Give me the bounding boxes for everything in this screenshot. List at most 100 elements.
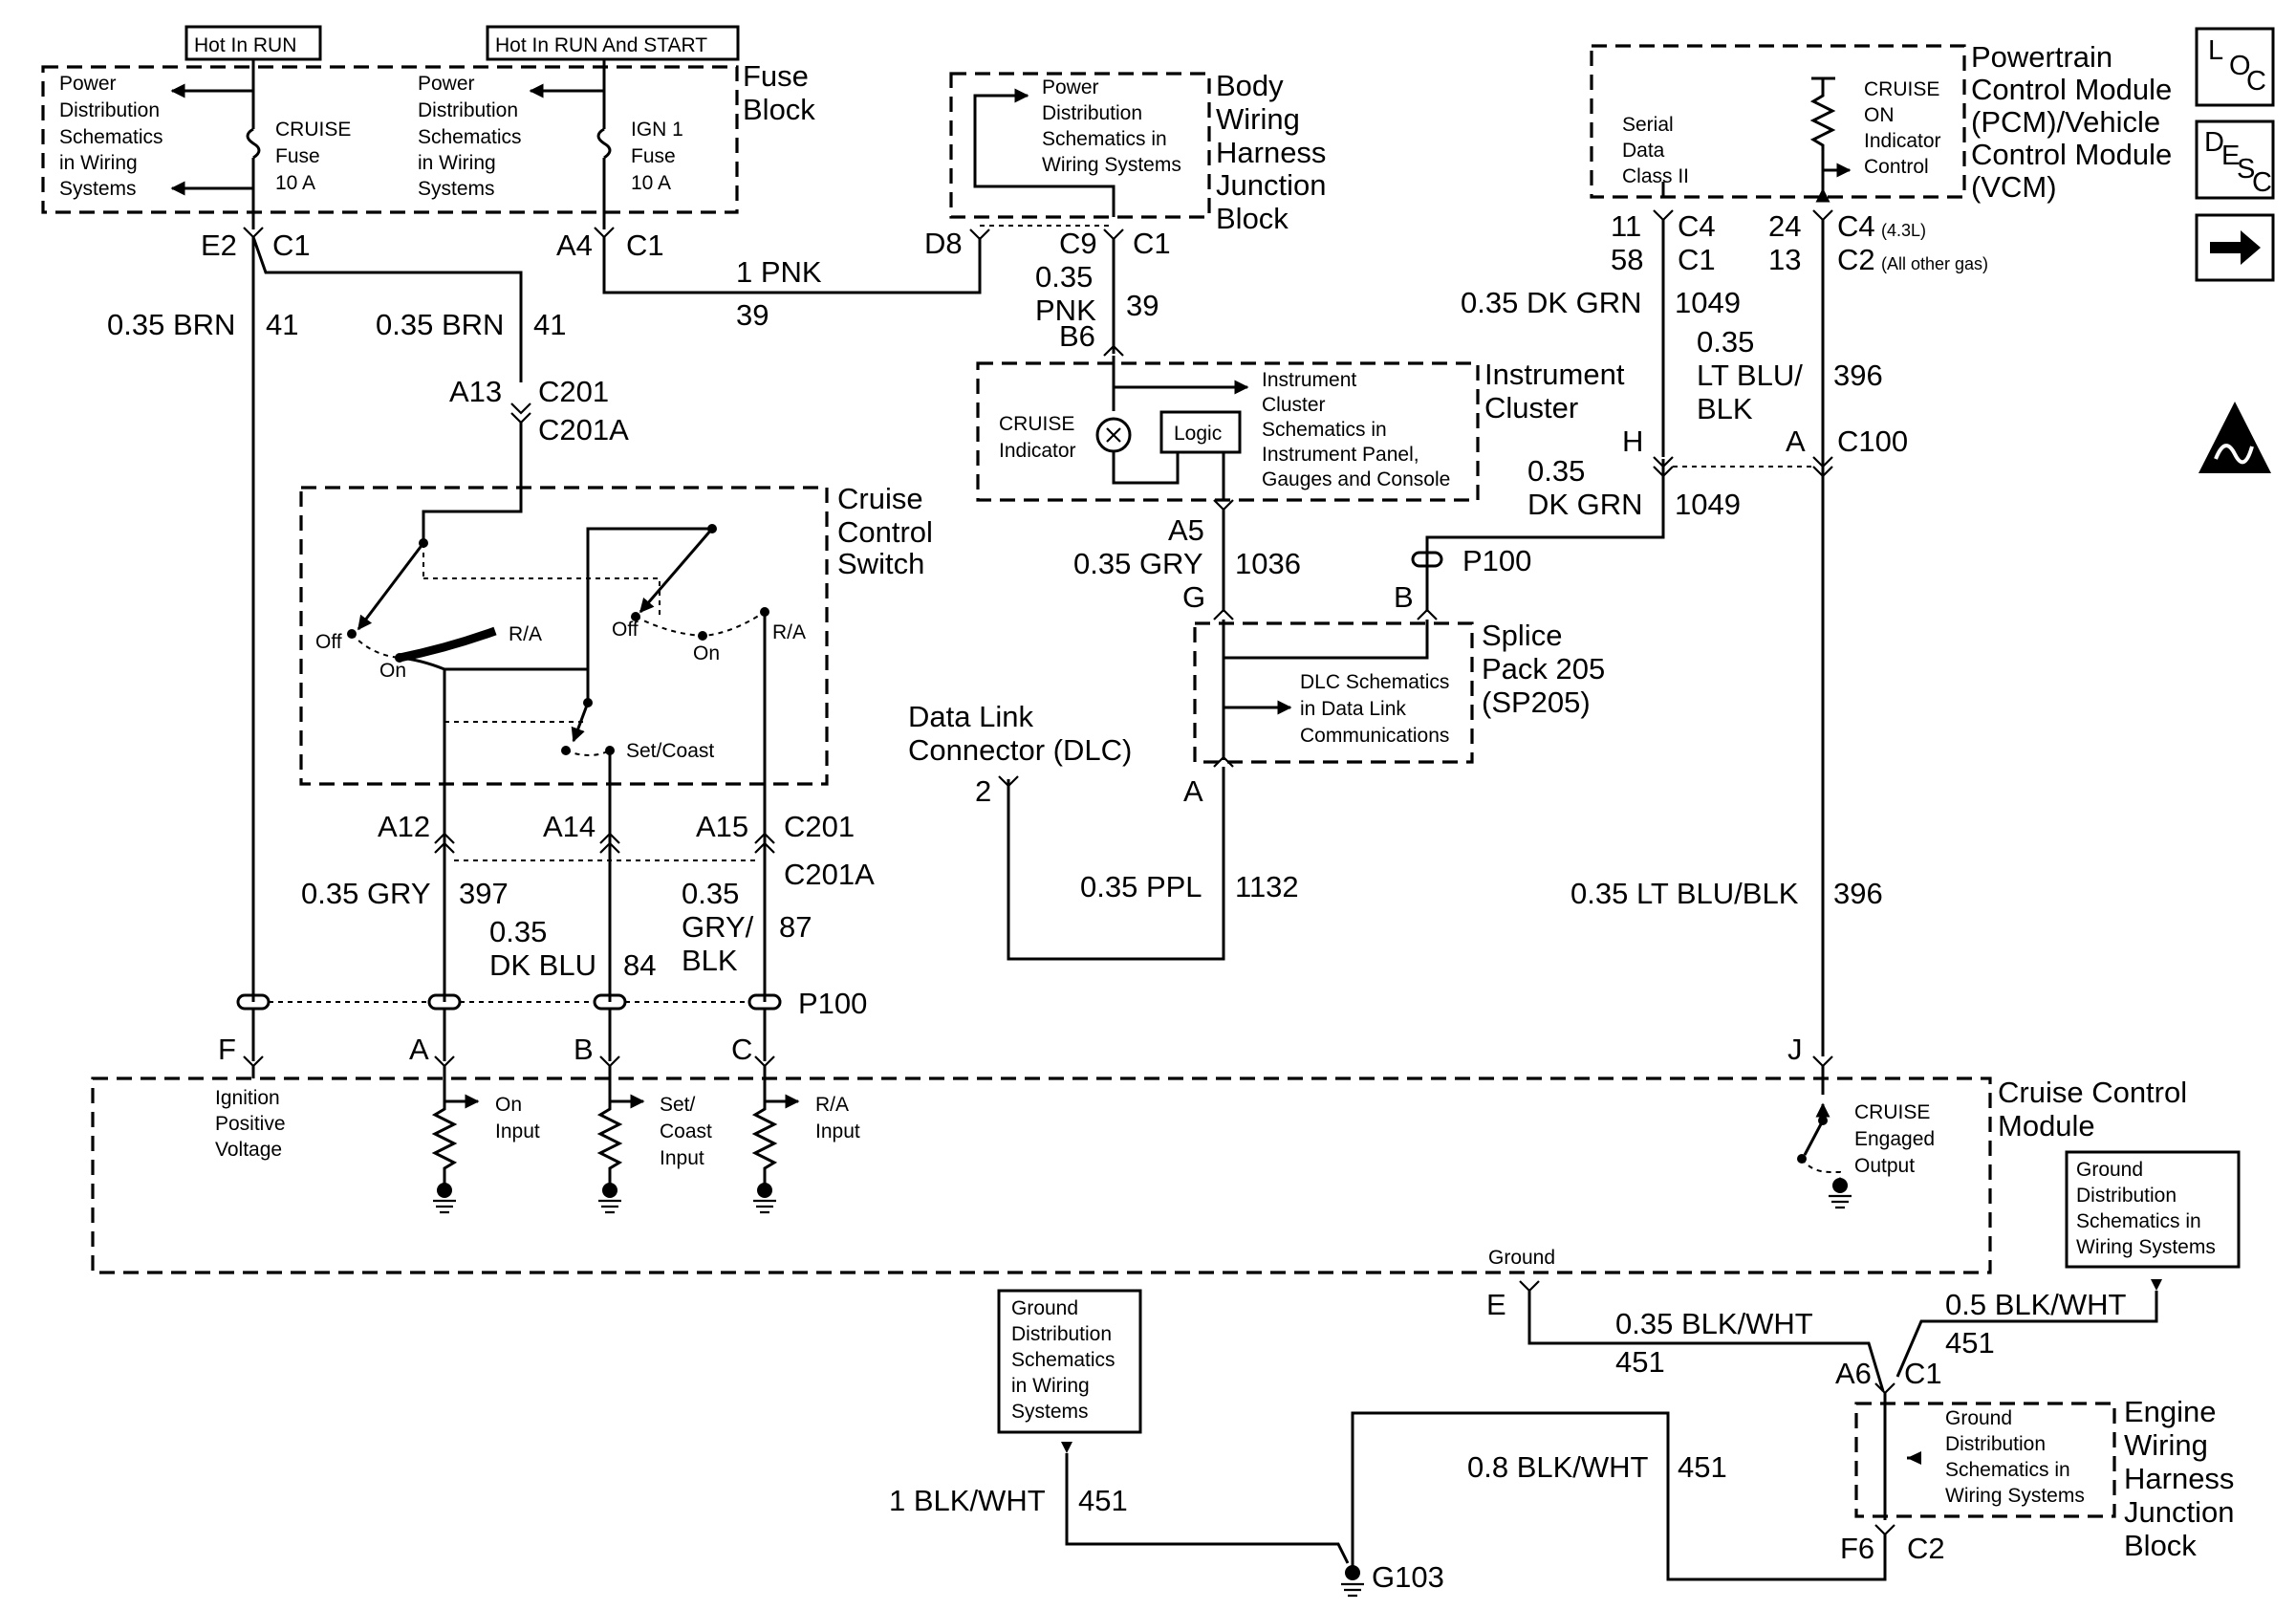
wire-blkwht-3: 1 BLK/WHT: [889, 1484, 1046, 1517]
esd-sensitive-icon: [2199, 402, 2271, 473]
fuse-block-title-1: Block: [743, 93, 815, 126]
conn-e: E: [1486, 1288, 1506, 1321]
splice-title-1: Pack 205: [1482, 652, 1605, 685]
ccm-ign-1: Positive: [215, 1113, 286, 1135]
wire-ltblu-1a: 0.35: [1697, 325, 1754, 359]
pcm-cruise-on-0: CRUISE: [1864, 78, 1939, 100]
gdm-2: Schematics: [1011, 1349, 1116, 1371]
conn-b-p100: B: [1394, 580, 1414, 614]
conn-c2-note: (All other gas): [1881, 254, 1988, 273]
conn-n24: 24: [1768, 209, 1801, 243]
wire-dkgrn-1n: 1049: [1675, 286, 1741, 319]
ic-cruise-ind-1: Indicator: [999, 440, 1076, 462]
loc-o: O: [2229, 51, 2251, 81]
ic-schem-1: Cluster: [1262, 394, 1326, 416]
desc-d: D: [2204, 127, 2224, 158]
ccm-ra-1: Input: [815, 1120, 860, 1142]
ground-distribution-mid: Ground Distribution Schematics in Wiring…: [997, 1289, 1350, 1564]
ccm-set-1: Coast: [660, 1120, 712, 1142]
wire-ppl: 0.35 PPL: [1080, 870, 1202, 903]
conn-a12: A12: [378, 810, 430, 843]
conn-p100-a: P100: [1462, 544, 1531, 577]
pcm-serial-2: Class II: [1622, 165, 1689, 187]
hot-in-run-label: Hot In RUN: [194, 34, 296, 56]
power-dist-left-4: Systems: [59, 178, 137, 200]
ground-symbol-icon: [753, 1199, 776, 1214]
splice-title-2: (SP205): [1482, 685, 1591, 719]
pcm-vcm: Serial Data Class II CRUISE ON Indicator…: [1590, 40, 2172, 204]
wire-dkgrn-2n: 1049: [1675, 488, 1741, 521]
switch-on-2: On: [693, 642, 720, 664]
gdm-0: Ground: [1011, 1297, 1078, 1319]
splice-dlc-0: DLC Schematics: [1300, 671, 1449, 693]
wire-brn-2: 0.35 BRN: [376, 308, 504, 341]
logic-label: Logic: [1174, 423, 1222, 445]
body-wiring-harness-junction-block: Power Distribution Schematics in Wiring …: [949, 69, 1326, 235]
wire-gryblk-c: BLK: [682, 944, 738, 977]
ccm-on-input-0: On: [495, 1094, 522, 1116]
cruise-fuse-2: 10 A: [275, 172, 315, 194]
gdr-1: Distribution: [2076, 1185, 2177, 1207]
bwhjb-power-3: Wiring Systems: [1042, 154, 1181, 176]
wire-gry-2n: 397: [459, 877, 509, 910]
switch-ra-2: R/A: [772, 621, 806, 643]
pcm-serial-0: Serial: [1622, 114, 1674, 136]
ground-symbol-icon: [1829, 1194, 1852, 1209]
conn-n13: 13: [1768, 243, 1801, 276]
splice-dlc-2: Communications: [1300, 725, 1449, 747]
conn-c9: C9: [1059, 227, 1097, 260]
wire-gry-1n: 1036: [1235, 547, 1301, 580]
conn-c2-a: C2: [1837, 243, 1875, 276]
description-icon[interactable]: D E S C: [2195, 120, 2275, 200]
switch-off-1: Off: [315, 631, 342, 653]
wire-brn-1n: 41: [266, 308, 298, 341]
wire-brn-1: 0.35 BRN: [107, 308, 235, 341]
cruise-control-switch: Off On R/A Off On R/A Set/Coast Cruise C…: [299, 482, 933, 1002]
ic-schem-2: Schematics in: [1262, 419, 1387, 441]
location-icon[interactable]: L O C: [2195, 27, 2275, 107]
ccm-set-2: Input: [660, 1147, 704, 1169]
wire-blkwht-1: 0.35 BLK/WHT: [1615, 1307, 1813, 1340]
desc-e: E: [2221, 141, 2240, 171]
power-dist-left-2: Schematics: [59, 126, 163, 148]
switch-set-coast: Set/Coast: [626, 740, 714, 762]
power-dist-left-1: Distribution: [59, 99, 160, 121]
wire-ltblu-1c: BLK: [1697, 392, 1753, 425]
conn-b6: B6: [1059, 319, 1095, 353]
ewhjb-ground-2: Schematics in: [1945, 1459, 2070, 1481]
pcm-title-0: Powertrain: [1971, 40, 2112, 74]
power-dist-mid-4: Systems: [418, 178, 495, 200]
conn-dlc-2: 2: [975, 774, 991, 808]
ewhjb-title-1: Wiring: [2124, 1428, 2208, 1462]
ign-fuse-1: Fuse: [631, 145, 676, 167]
power-dist-left-3: in Wiring: [59, 152, 138, 174]
ewhjb-title-4: Block: [2124, 1529, 2197, 1562]
wire-blkwht-2: 0.5 BLK/WHT: [1945, 1288, 2127, 1321]
pcm-title-1: Control Module: [1971, 73, 2172, 106]
dlc-title-1: Connector (DLC): [908, 733, 1132, 767]
ccm-ign-2: Voltage: [215, 1139, 282, 1161]
cruise-fuse-icon: [246, 127, 261, 160]
ccm-title-0: Cruise Control: [1998, 1076, 2187, 1109]
power-dist-mid-3: in Wiring: [418, 152, 496, 174]
wire-ltblu-2n: 396: [1833, 877, 1883, 910]
p100-inline-b-icon: [1411, 551, 1443, 568]
wire-brn-41-right: [251, 236, 523, 382]
conn-c201-a: C201: [538, 375, 609, 408]
wire-pnk-2b: PNK: [1035, 294, 1096, 327]
wire-pnk-2a: 0.35: [1035, 260, 1093, 294]
conn-a-c100: A: [1786, 424, 1806, 458]
switch-title-2: Switch: [837, 547, 924, 580]
wire-gry-1: 0.35 GRY: [1073, 547, 1203, 580]
bwhjb-title-2: Harness: [1216, 136, 1326, 169]
power-dist-mid-0: Power: [418, 73, 475, 95]
conn-a14: A14: [543, 810, 596, 843]
instrument-cluster: Logic CRUISE Indicator Instrument Cluste…: [976, 356, 1625, 502]
wire-blkwht-4: 0.8 BLK/WHT: [1467, 1450, 1649, 1484]
next-page-arrow-icon[interactable]: [2195, 213, 2275, 282]
cruise-control-module: Ignition Positive Voltage On Input Set/ …: [91, 1066, 2187, 1274]
hot-in-run-start-label-box: [486, 25, 740, 61]
conn-d8: D8: [924, 227, 963, 260]
wire-gryblk-b: GRY/: [682, 910, 754, 944]
bwhjb-power-1: Distribution: [1042, 102, 1142, 124]
